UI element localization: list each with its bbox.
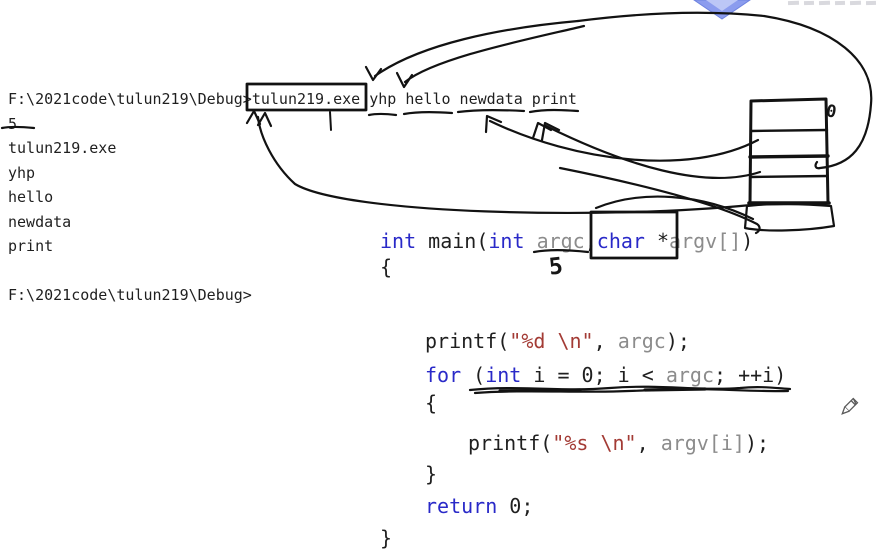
console-output-line: yhp: [8, 163, 36, 182]
console-output-line: newdata: [8, 212, 72, 231]
console-prompt: F:\2021code\tulun219\Debug>: [8, 286, 252, 304]
code-line: int main(int argc,char *argv[]): [380, 229, 754, 253]
console-output-line: print: [8, 237, 54, 255]
code-line: }: [425, 462, 438, 486]
console-output-line: tulun219.exe: [8, 139, 117, 157]
argc-value-annotation: 5: [547, 253, 565, 281]
console-output-line: 5: [8, 114, 18, 133]
code-line: }: [380, 526, 393, 550]
code-line: {: [380, 255, 393, 279]
code-line: for (int i = 0; i < argc; ++i): [425, 363, 787, 387]
code-line: return 0;: [425, 494, 534, 518]
code-line: {: [425, 391, 438, 415]
stack-top-annotation: 0: [824, 101, 838, 123]
code-line: printf("%s \n", argv[i]);: [468, 431, 770, 455]
console-command-line: F:\2021code\tulun219\Debug>tulun219.exe …: [8, 90, 577, 108]
console-output-line: hello: [8, 188, 54, 206]
code-line: printf("%d \n", argc);: [425, 329, 690, 353]
